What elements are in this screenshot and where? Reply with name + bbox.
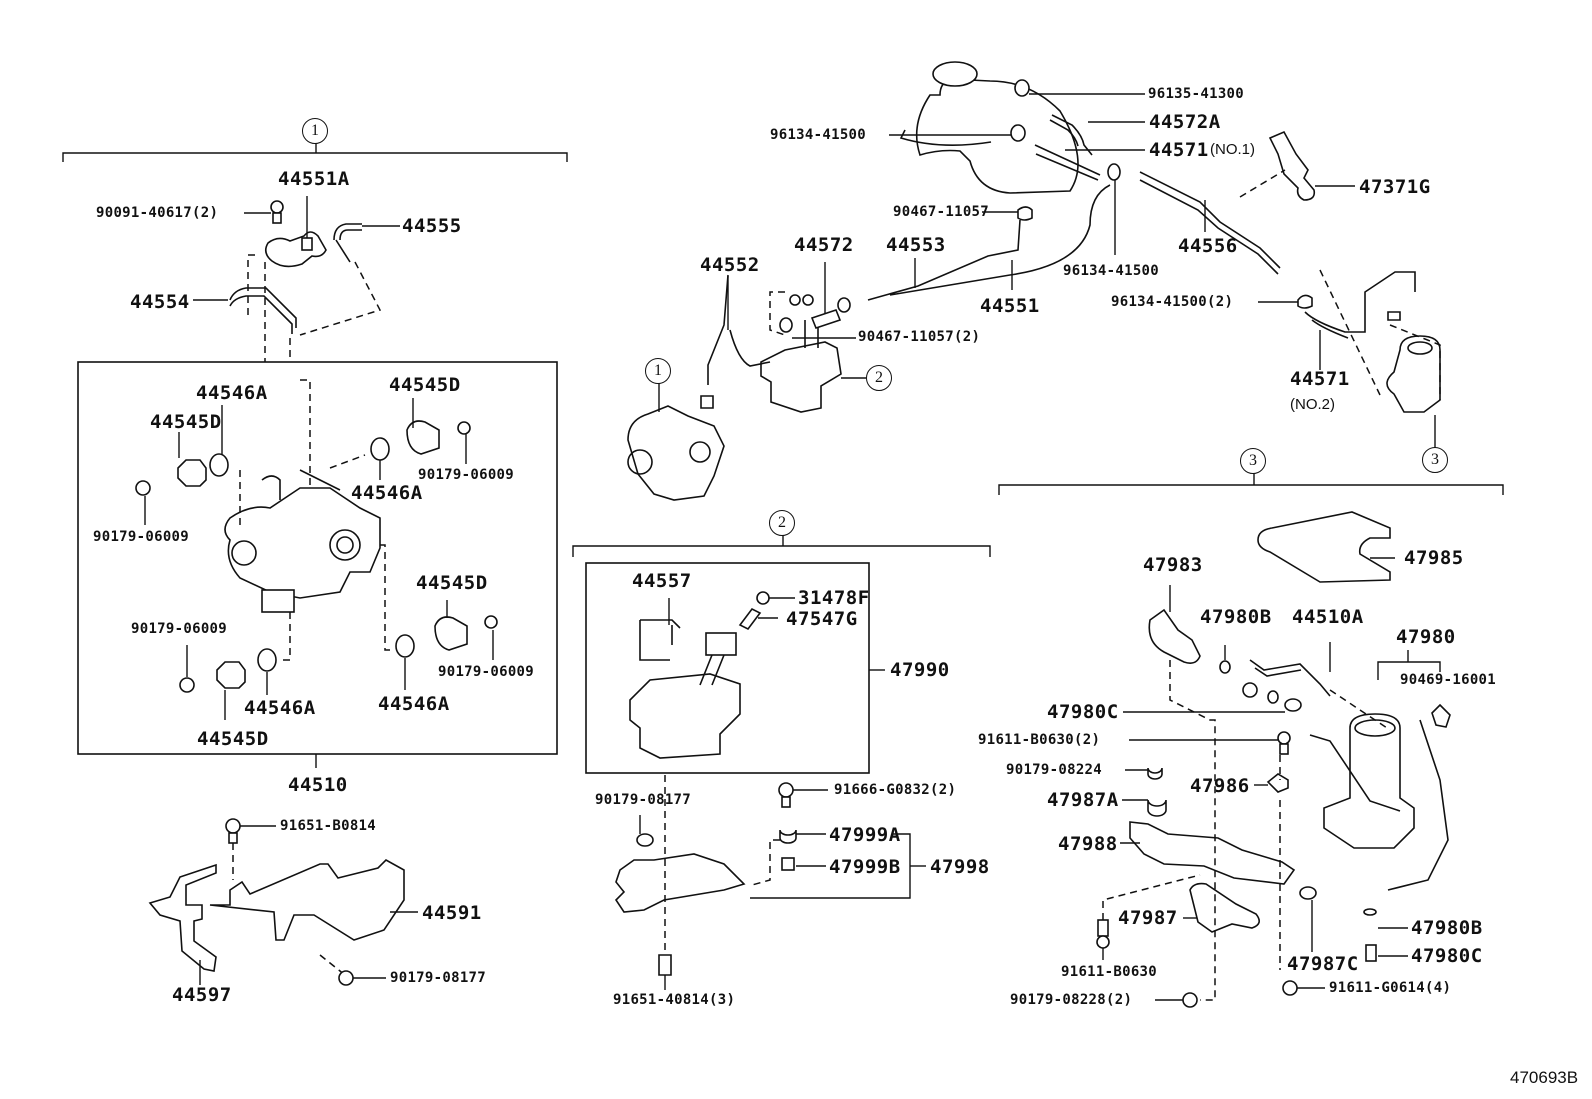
label-47988: 47988 <box>1058 833 1118 855</box>
label-90469-16001: 90469-16001 <box>1400 672 1497 688</box>
group-2-assembly-box <box>585 562 870 774</box>
label-47987C: 47987C <box>1287 953 1359 975</box>
label-96135-41300: 96135-41300 <box>1148 86 1245 102</box>
label-47986: 47986 <box>1190 775 1250 797</box>
part-47990-shape <box>629 591 885 759</box>
label-44551: 44551 <box>980 295 1040 317</box>
label-96134-41500-2: 96134-41500(2) <box>1111 294 1234 310</box>
group-marker-1-ref: 1 <box>645 358 671 384</box>
group-marker-2-top: 2 <box>769 510 795 536</box>
label-91666-G0832: 91666-G0832(2) <box>834 782 957 798</box>
label-90179-08224: 90179-08224 <box>1006 762 1103 778</box>
label-44546A-top-left: 44546A <box>196 382 268 404</box>
group-1-bracket <box>62 143 568 162</box>
label-47999B: 47999B <box>829 856 901 878</box>
label-47547G: 47547G <box>786 608 858 630</box>
label-44591: 44591 <box>422 902 482 924</box>
label-44546A-bottom-left: 44546A <box>244 697 316 719</box>
label-44556: 44556 <box>1178 235 1238 257</box>
group-marker-3-top: 3 <box>1240 448 1266 474</box>
label-91611-B0630-2: 91611-B0630(2) <box>978 732 1101 748</box>
label-44571-no2: 44571 <box>1290 368 1350 390</box>
label-44545D-bottom-right: 44545D <box>416 572 488 594</box>
label-47983: 47983 <box>1143 554 1203 576</box>
label-90179-06009-top-right: 90179-06009 <box>418 467 515 483</box>
label-47987A: 47987A <box>1047 789 1119 811</box>
group-2-bracket <box>572 535 991 557</box>
group-1-assembly-box <box>77 361 558 755</box>
label-44555: 44555 <box>402 215 462 237</box>
label-44510: 44510 <box>288 774 348 796</box>
label-90179-08177-bracket: 90179-08177 <box>390 970 487 986</box>
label-no2-note: (NO.2) <box>1290 396 1335 413</box>
part-44551A-shape <box>193 196 400 500</box>
label-90179-06009-bottom-left: 90179-06009 <box>131 621 228 637</box>
label-44546A-bottom-right: 44546A <box>378 693 450 715</box>
label-47371G: 47371G <box>1359 176 1431 198</box>
label-47985: 47985 <box>1404 547 1464 569</box>
label-44546A-top-right: 44546A <box>351 482 423 504</box>
group-1-small-parts <box>135 398 498 720</box>
label-44554: 44554 <box>130 291 190 313</box>
label-31478F: 31478F <box>798 587 870 609</box>
label-44545D-top-left: 44545D <box>150 411 222 433</box>
label-90179-06009-bottom-right: 90179-06009 <box>438 664 535 680</box>
label-91611-G0614: 91611-G0614(4) <box>1329 980 1452 996</box>
group-marker-2-ref: 2 <box>866 365 892 391</box>
label-47980B-bottom: 47980B <box>1411 917 1483 939</box>
label-44597: 44597 <box>172 984 232 1006</box>
label-47980C-bottom: 47980C <box>1411 945 1483 967</box>
label-44552: 44552 <box>700 254 760 276</box>
label-90179-06009-left: 90179-06009 <box>93 529 190 545</box>
group-marker-3-ref: 3 <box>1422 447 1448 473</box>
label-96134-41500-centre: 96134-41500 <box>1063 263 1160 279</box>
group-3-bracket <box>998 472 1504 495</box>
label-44545D-top-right: 44545D <box>389 374 461 396</box>
part-44510-actuator-shape <box>224 469 381 613</box>
label-90179-08228: 90179-08228(2) <box>1010 992 1133 1008</box>
label-44551A: 44551A <box>278 168 350 190</box>
label-44571-no1: 44571 <box>1149 139 1209 161</box>
label-47987: 47987 <box>1118 907 1178 929</box>
label-47990: 47990 <box>890 659 950 681</box>
label-44553: 44553 <box>886 234 946 256</box>
label-90091-40617: 90091-40617(2) <box>96 205 219 221</box>
group-marker-1-top: 1 <box>302 118 328 144</box>
reservoir-and-hoses-shape <box>867 61 1441 448</box>
label-91651-B0814: 91651-B0814 <box>280 818 377 834</box>
label-44557: 44557 <box>632 570 692 592</box>
figure-id: 470693B <box>1510 1068 1579 1087</box>
label-91651-40814: 91651-40814(3) <box>613 992 736 1008</box>
group-3-parts-shape <box>1096 511 1451 1008</box>
label-44510A: 44510A <box>1292 606 1364 628</box>
part-modulator-shape <box>627 262 866 501</box>
label-47980C-top: 47980C <box>1047 701 1119 723</box>
label-96134-41500-left: 96134-41500 <box>770 127 867 143</box>
label-44572: 44572 <box>794 234 854 256</box>
label-47999A: 47999A <box>829 824 901 846</box>
part-44591-bracket-shape <box>148 818 418 986</box>
label-90467-11057: 90467-11057 <box>893 204 990 220</box>
label-no1-note: (NO.1) <box>1210 141 1255 158</box>
label-90179-08177-group2: 90179-08177 <box>595 792 692 808</box>
label-90467-11057-2: 90467-11057(2) <box>858 329 981 345</box>
label-44572A: 44572A <box>1149 111 1221 133</box>
label-44545D-bottom-left: 44545D <box>197 728 269 750</box>
label-91611-B0630: 91611-B0630 <box>1061 964 1158 980</box>
label-47980B-top: 47980B <box>1200 606 1272 628</box>
label-47980: 47980 <box>1396 626 1456 648</box>
part-47998-bracket-shape <box>614 775 926 990</box>
label-47998: 47998 <box>930 856 990 878</box>
